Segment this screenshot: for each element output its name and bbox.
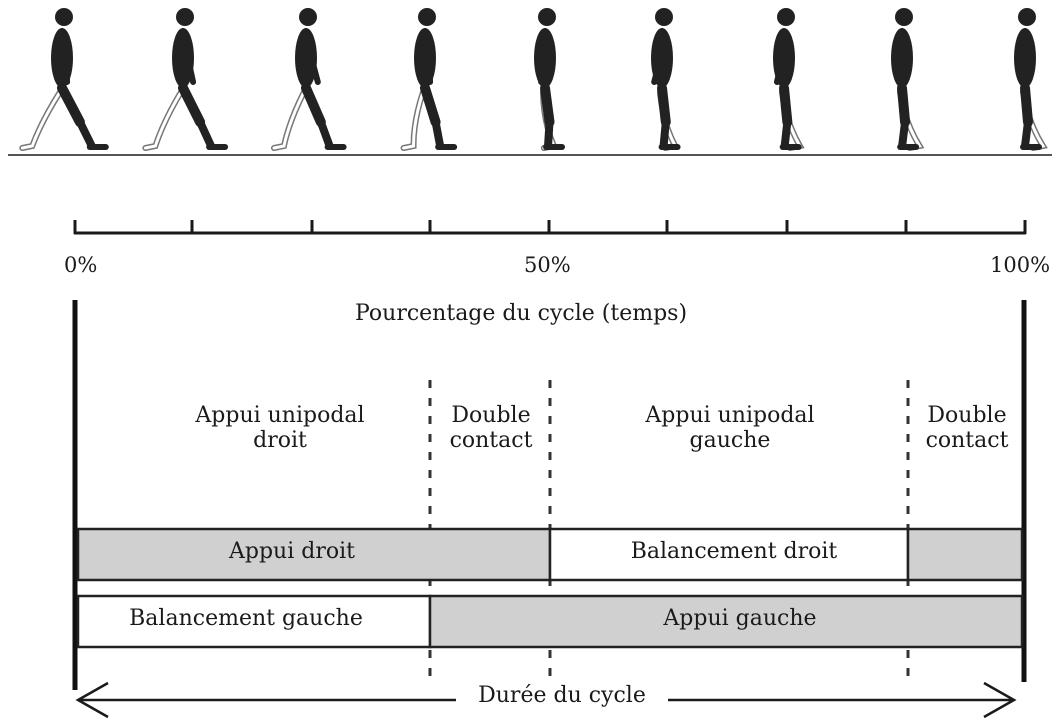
walking-figure xyxy=(651,8,681,151)
figure-shin xyxy=(898,118,910,150)
figure-arm xyxy=(424,42,434,85)
figure-thigh xyxy=(301,83,326,127)
figure-torso xyxy=(295,28,317,88)
figure-arm xyxy=(651,42,667,85)
right-swing-segment xyxy=(548,527,910,582)
figure-shin xyxy=(1021,118,1032,150)
figure-head xyxy=(176,8,194,26)
percentage-axis xyxy=(73,220,1027,235)
figure-head xyxy=(655,8,673,26)
figure-leg-trailing-fill xyxy=(272,90,306,150)
arrow-head-right xyxy=(983,681,1017,719)
figure-head xyxy=(895,8,913,26)
figure-thigh xyxy=(657,83,671,127)
axis-label-100: 100% xyxy=(990,253,1051,277)
figure-leg-trailing-fill xyxy=(143,90,183,150)
phase-label-single-right: Appui unipodal droit xyxy=(195,403,365,453)
figure-thigh xyxy=(897,83,911,127)
figure-head xyxy=(418,8,436,26)
figure-leg-trailing-fill xyxy=(20,90,62,150)
bar-label-left-swing: Balancement gauche xyxy=(129,606,363,631)
left-stance-segment xyxy=(428,594,1024,649)
bar-label-right-swing: Balancement droit xyxy=(630,539,838,564)
axis-label-0: 0% xyxy=(64,253,98,277)
figure-arm xyxy=(896,42,907,85)
figure-head xyxy=(777,8,795,26)
arrow-head-left xyxy=(75,681,109,719)
right-stance-segment xyxy=(76,527,552,582)
figure-shin xyxy=(196,118,216,150)
phase-label-double-contact-2: Double contact xyxy=(925,403,1009,453)
figure-shin xyxy=(431,118,445,150)
figure-arm xyxy=(305,42,321,85)
figure-arm xyxy=(61,42,71,85)
walking-figure xyxy=(1014,8,1048,151)
axis-label-50: 50% xyxy=(524,253,571,277)
phase-label-single-left: Appui unipodal gauche xyxy=(645,403,815,453)
figure-arm xyxy=(182,42,197,85)
figure-head xyxy=(299,8,317,26)
figure-leg-trailing-fill xyxy=(402,90,425,150)
walking-figure xyxy=(142,8,229,151)
walking-figure xyxy=(773,8,805,151)
figure-thigh xyxy=(420,83,441,127)
walking-figures xyxy=(19,8,1048,151)
left-swing-segment xyxy=(76,594,432,649)
phase-label-double-contact-1: Double contact xyxy=(449,403,533,453)
walking-figure xyxy=(891,8,925,151)
figure-shin xyxy=(75,118,96,150)
cycle-duration-label: Durée du cycle xyxy=(456,683,668,709)
figure-shin xyxy=(659,118,670,150)
figure-thigh xyxy=(178,83,206,127)
figure-shin xyxy=(544,118,554,150)
walking-figure xyxy=(534,8,566,151)
figure-arm xyxy=(538,42,550,85)
figure-thigh xyxy=(540,83,555,127)
right-stance-segment-2 xyxy=(906,527,1024,582)
walking-figure xyxy=(270,8,347,151)
figure-thigh xyxy=(57,83,85,127)
figure-head xyxy=(1018,8,1036,26)
bar-label-left-stance: Appui gauche xyxy=(663,606,817,631)
figure-shin xyxy=(780,118,792,150)
bar-label-right-stance: Appui droit xyxy=(229,539,355,564)
figure-arm xyxy=(773,42,789,85)
figure-head xyxy=(55,8,73,26)
figure-thigh xyxy=(779,83,793,127)
figure-thigh xyxy=(1020,83,1033,127)
figure-head xyxy=(538,8,556,26)
walking-figure xyxy=(400,8,458,151)
axis-title: Pourcentage du cycle (temps) xyxy=(355,301,688,326)
walking-figure xyxy=(19,8,109,151)
figure-shin xyxy=(316,118,334,150)
